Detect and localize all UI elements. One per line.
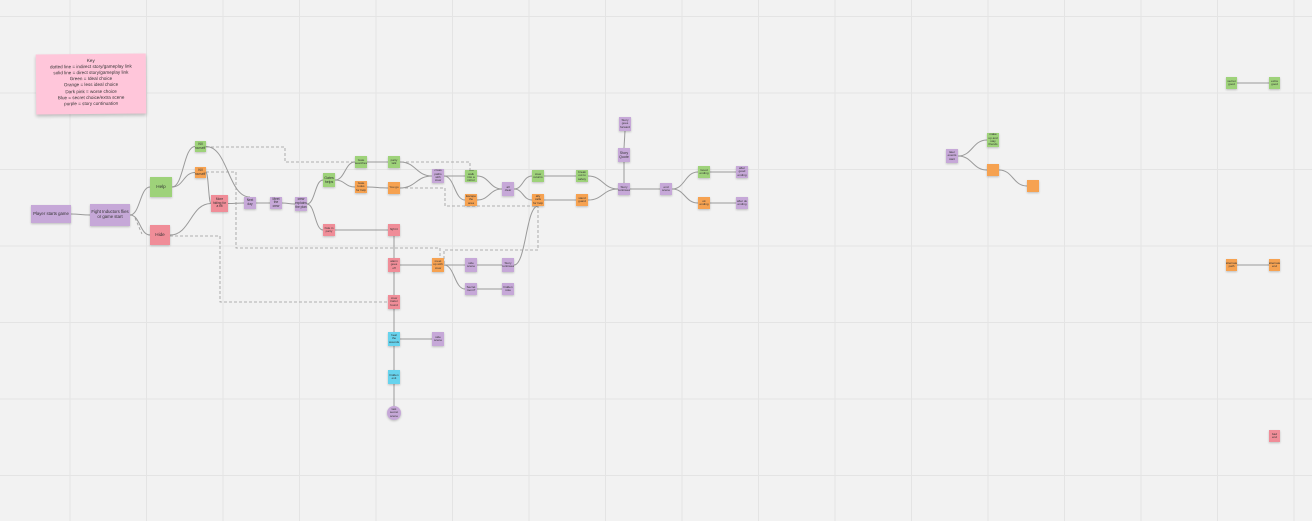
dotted-connector: [400, 187, 538, 207]
connector: [957, 155, 988, 171]
sticky-note-mirror[interactable]: You walk into a mirror: [465, 170, 477, 182]
connector: [587, 188, 619, 201]
connector: [443, 175, 466, 201]
connector: [306, 203, 324, 231]
key-line: purple = story continuation: [64, 100, 119, 107]
connector: [671, 171, 699, 190]
connector: [513, 175, 533, 190]
connector: [443, 264, 466, 290]
connector: [334, 179, 356, 188]
connector: [476, 175, 503, 190]
connector: [671, 188, 699, 204]
connector: [129, 214, 151, 236]
connector: [129, 186, 151, 216]
sticky-note-party-talk[interactable]: party talk: [388, 156, 400, 168]
connector: [513, 188, 533, 201]
connector: [171, 172, 196, 188]
connector: [171, 146, 196, 188]
connector: [513, 205, 539, 266]
sticky-note-after-good[interactable]: after good ending: [736, 166, 748, 178]
sticky-note-last-scene[interactable]: last secret scene: [387, 406, 401, 420]
sticky-note-end-ok[interactable]: ok ending: [698, 197, 710, 209]
sticky-note-story-quote[interactable]: Story Quote: [618, 148, 630, 162]
connector: [957, 139, 988, 157]
connector: [281, 202, 296, 205]
connector: [623, 130, 626, 149]
connector: [205, 172, 212, 204]
sticky-note-start[interactable]: Player starts game: [31, 205, 71, 223]
sticky-note-break-out[interactable]: break out to safety: [576, 170, 588, 182]
sticky-note-meet-crew[interactable]: Meet the crew: [270, 197, 282, 209]
sticky-note-end-good[interactable]: Good ending: [698, 166, 710, 178]
connector: [70, 213, 91, 216]
sticky-note-gates-helps[interactable]: Gates helps: [323, 173, 335, 187]
sticky-note-secret-b[interactable]: hidden note: [502, 283, 514, 295]
sticky-note-after-ok[interactable]: after ok ending: [736, 197, 748, 209]
sticky-note-more-hide[interactable]: More hiding for a bit: [211, 195, 228, 212]
sticky-note-crew-returns[interactable]: crew returns: [532, 170, 544, 182]
sticky-note-story-2[interactable]: Story continues: [502, 258, 514, 272]
sticky-note-secret-a[interactable]: Secret room?: [465, 283, 477, 295]
sticky-note-all-clear[interactable]: all clear: [502, 182, 514, 196]
sticky-note-heal[interactable]: heal the wounds: [388, 332, 400, 346]
sticky-note-crew-explain[interactable]: crew explains the plan: [295, 197, 307, 211]
sticky-note-kill-ideal[interactable]: Kill yourself?: [195, 141, 206, 152]
dotted-connector: [206, 171, 441, 258]
sticky-note-side-right[interactable]: side scene: [432, 332, 444, 346]
sticky-note-side-left[interactable]: side scene: [465, 258, 477, 272]
dotted-connector: [134, 217, 143, 235]
sticky-note-stand-guard[interactable]: stand guard: [576, 194, 588, 206]
sticky-note-next-day[interactable]: Next day: [244, 197, 256, 209]
connector: [998, 169, 1028, 187]
sticky-note-meet-mid[interactable]: meet up with crew: [432, 258, 444, 272]
sticky-note-later-start[interactable]: later events start: [946, 149, 958, 163]
connector: [366, 186, 389, 189]
sticky-note-cross-path[interactable]: cross paths with crew: [432, 169, 444, 183]
sticky-note-far-g1[interactable]: secret good: [1226, 77, 1237, 89]
sticky-note-hide-party[interactable]: hide in party: [323, 224, 335, 236]
dotted-connector: [206, 146, 471, 170]
sticky-note-story-1[interactable]: Story continues: [618, 183, 630, 195]
sticky-note-later-low[interactable]: [1027, 180, 1039, 192]
connector: [169, 203, 212, 236]
sticky-note-far-o1[interactable]: alternate path: [1226, 259, 1237, 271]
connector: [334, 161, 356, 181]
connector: [476, 188, 503, 201]
sticky-note-far-r[interactable]: bad end: [1269, 430, 1280, 442]
sticky-note-you-go[interactable]: You go: [388, 182, 400, 194]
sticky-note-help[interactable]: Help: [150, 177, 172, 197]
sticky-note-far-g2[interactable]: extra good: [1269, 77, 1280, 89]
connector: [399, 161, 433, 177]
sticky-note-far-o2[interactable]: alternate end: [1269, 259, 1280, 271]
sticky-note-ally-call[interactable]: ally calls for help: [532, 194, 544, 206]
sticky-note-later-good[interactable]: make up and stay friends: [987, 133, 999, 147]
sticky-note-escape[interactable]: Escape the area: [465, 194, 477, 206]
sticky-note-hide[interactable]: Hide: [150, 225, 170, 245]
connector: [587, 175, 619, 190]
sticky-note-end-scene[interactable]: end scene: [660, 183, 672, 195]
sticky-note-later-less[interactable]: [987, 164, 999, 176]
sticky-note-alarm[interactable]: alarm goes off: [388, 258, 400, 272]
connector: [399, 175, 433, 189]
dotted-connector: [170, 235, 388, 303]
sticky-note-traitor[interactable]: crew traitor found: [388, 295, 400, 309]
key-note[interactable]: Key dotted line = indirect story/gamepla…: [35, 53, 147, 115]
sticky-note-gate-looks[interactable]: Gate looks for help: [355, 181, 367, 193]
connector: [306, 179, 324, 205]
sticky-note-secret-c[interactable]: hidden exit: [388, 370, 400, 384]
sticky-note-story-top[interactable]: Story goes forward: [619, 117, 631, 131]
sticky-note-kill-less[interactable]: Kill yourself?: [195, 167, 206, 178]
sticky-note-fight-it[interactable]: fight it: [388, 224, 400, 236]
sticky-note-gate-search[interactable]: Gate searches: [355, 156, 367, 168]
dotted-connector: [443, 206, 539, 264]
sticky-note-context[interactable]: Fight Inductors flies or game start: [90, 204, 130, 226]
